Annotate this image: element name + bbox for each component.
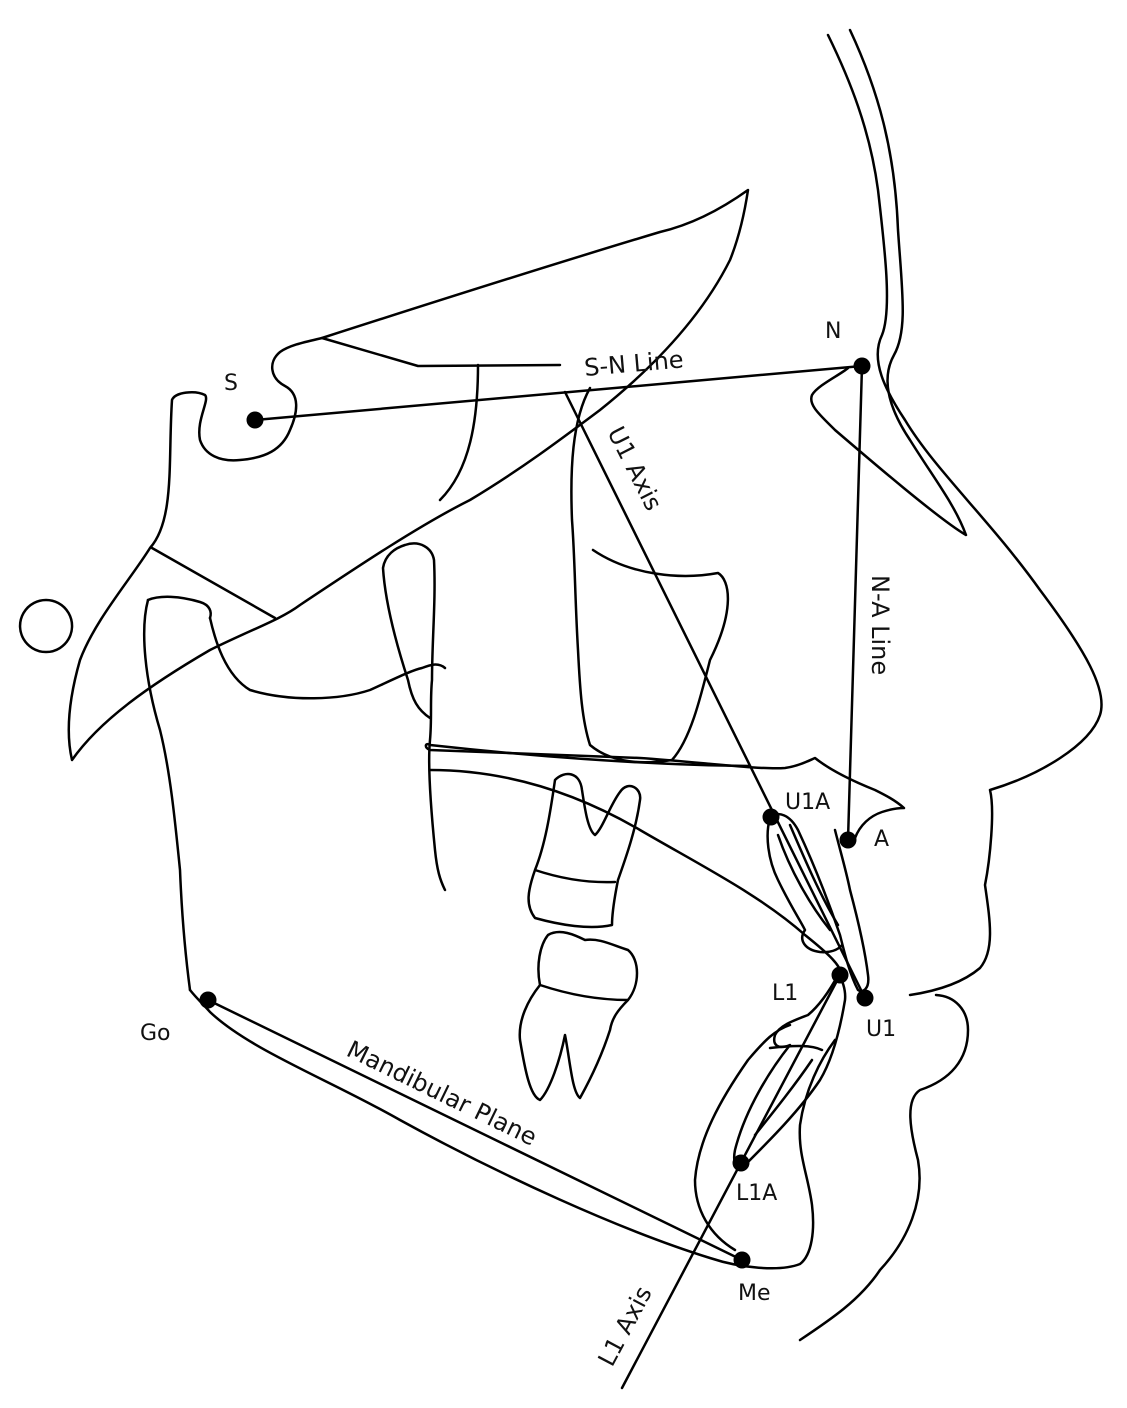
- label-l1-axis: L1 Axis: [593, 1282, 658, 1371]
- lower-molar: [518, 930, 639, 1102]
- maxilla-palate: [424, 742, 906, 840]
- label-me: Me: [738, 1281, 771, 1306]
- label-s: S: [224, 371, 238, 396]
- l1-axis-line: [620, 973, 842, 1390]
- sn-line: [253, 364, 864, 422]
- upper-incisor-pulp: [776, 823, 840, 932]
- mandibular-plane-line: [206, 998, 744, 1262]
- label-u1a: U1A: [785, 790, 830, 815]
- mandible-border: [188, 988, 837, 1270]
- soft-tissue-profile: [826, 33, 1103, 997]
- point-me: [733, 1251, 751, 1269]
- label-mandibular-plane: Mandibular Plane: [342, 1035, 541, 1151]
- label-a: A: [874, 827, 889, 852]
- pterygomaxillary-fissure: [381, 542, 447, 892]
- label-na-line: N-A Line: [866, 575, 894, 675]
- zygomatic-buttress: [142, 598, 192, 992]
- point-go: [199, 991, 217, 1009]
- label-l1a: L1A: [736, 1181, 777, 1206]
- u1-axis-line: [563, 390, 867, 1000]
- point-a: [839, 831, 857, 849]
- label-n: N: [825, 319, 841, 344]
- maxillary-sinus: [570, 386, 730, 764]
- pterygoid-line: [150, 546, 277, 620]
- orbit-roof: [67, 188, 750, 762]
- point-l1: [831, 966, 849, 984]
- palatal-plane: [428, 743, 752, 768]
- label-l1: L1: [772, 981, 798, 1006]
- nasal-bone-inner: [809, 28, 968, 537]
- upper-incisor: [766, 813, 870, 993]
- point-u1: [856, 989, 874, 1007]
- mandibular-canal: [428, 768, 844, 977]
- na-line: [846, 364, 864, 842]
- planum-line: [320, 336, 562, 368]
- point-n: [853, 357, 871, 375]
- symphysis-inner: [693, 1023, 792, 1252]
- upper-molar: [527, 772, 642, 929]
- ear-rod: [18, 598, 74, 654]
- point-u1a: [762, 808, 780, 826]
- label-u1: U1: [866, 1017, 896, 1042]
- point-s: [246, 411, 264, 429]
- label-sn-line: S-N Line: [583, 345, 685, 382]
- lower-incisor: [733, 973, 847, 1169]
- label-go: Go: [140, 1021, 171, 1046]
- coronoid-notch: [208, 616, 447, 700]
- clivus-line: [438, 363, 480, 502]
- point-l1a: [732, 1154, 750, 1172]
- chin-soft-tissue: [798, 993, 970, 1342]
- label-u1-axis: U1 Axis: [602, 422, 668, 515]
- ramus-anterior: [146, 595, 212, 620]
